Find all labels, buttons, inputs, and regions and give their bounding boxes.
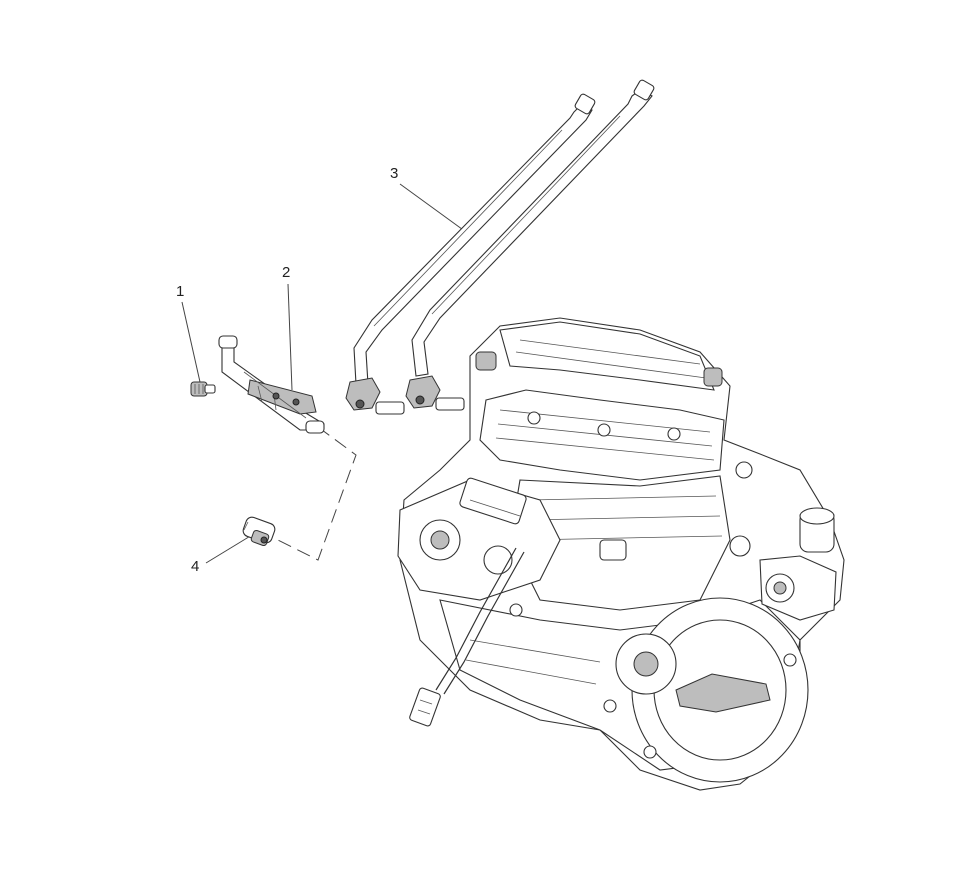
assembly-dashed-line (273, 426, 357, 561)
leader-line-4 (205, 534, 253, 564)
part-2-fuel-rail (218, 335, 325, 434)
leader-line-3 (399, 183, 467, 233)
callout-label-1: 1 (176, 283, 184, 300)
part-4-fitting (242, 516, 276, 547)
callout-label-4: 4 (191, 558, 199, 575)
engine-assembly (397, 317, 845, 791)
leader-line-1 (181, 301, 201, 383)
part-3-injector-hoses (345, 79, 655, 415)
leader-line-2 (287, 283, 293, 391)
leader-lines (181, 183, 467, 564)
part-1-screw (190, 381, 216, 397)
callout-label-2: 2 (282, 264, 290, 281)
callout-label-3: 3 (390, 165, 398, 182)
